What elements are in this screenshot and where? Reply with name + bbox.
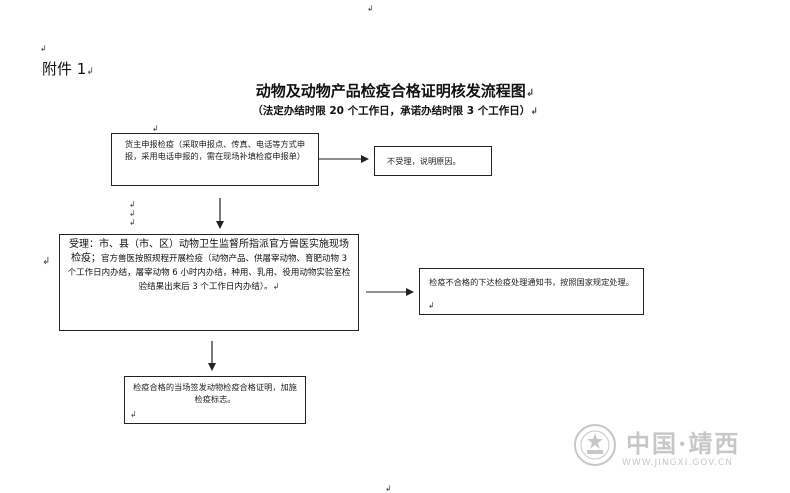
national-emblem-icon <box>574 424 616 466</box>
reject-box: 不受理，说明原因。 <box>374 146 492 176</box>
paragraph-mark: ↲ <box>367 4 374 13</box>
declare-quarantine-text: 货主申报检疫（采取申报点、传真、电话等方式申报，采用电话申报的，需在现场补填检疫… <box>124 139 306 161</box>
declare-quarantine-box: 货主申报检疫（采取申报点、传真、电话等方式申报，采用电话申报的，需在现场补填检疫… <box>111 133 319 186</box>
inspection-fail-box: 检疫不合格的下达检疫处理通知书，按照国家规定处理。 <box>419 268 644 315</box>
paragraph-mark: ↲↲↲ <box>129 200 136 227</box>
accept-inspection-box: 受理：市、县（市、区）动物卫生监督所指派官方兽医实施现场检疫；官方兽医按照规程开… <box>59 234 359 331</box>
accept-inspection-text: 受理：市、县（市、区）动物卫生监督所指派官方兽医实施现场检疫；官方兽医按照规程开… <box>67 239 351 292</box>
page-title: 动物及动物产品检疫合格证明核发流程图↲ <box>255 82 535 100</box>
reject-text: 不受理，说明原因。 <box>387 156 461 166</box>
site-watermark: 中国·靖西 WWW.JINGXI.GOV.CN <box>572 420 772 480</box>
paragraph-mark: ↲ <box>130 410 137 419</box>
inspection-fail-text: 检疫不合格的下达检疫处理通知书，按照国家规定处理。 <box>429 277 634 287</box>
inspection-pass-text: 检疫合格的当场签发动物检疫合格证明，加施检疫标志。 <box>133 382 297 404</box>
page-subtitle: （法定办结时限 20 个工作日，承诺办结时限 3 个工作日）↲ <box>252 105 538 117</box>
inspection-pass-box: 检疫合格的当场签发动物检疫合格证明，加施检疫标志。 <box>124 376 306 424</box>
paragraph-mark: ↲ <box>42 256 51 267</box>
paragraph-mark: ↲ <box>40 44 47 53</box>
paragraph-mark: ↲ <box>428 301 435 310</box>
watermark-url: WWW.JINGXI.GOV.CN <box>622 458 733 468</box>
watermark-text: 中国·靖西 <box>626 429 741 458</box>
paragraph-mark: ↲ <box>152 124 159 133</box>
paragraph-mark: ↲ <box>385 484 392 493</box>
attachment-label: 附件 1↲ <box>42 60 94 78</box>
